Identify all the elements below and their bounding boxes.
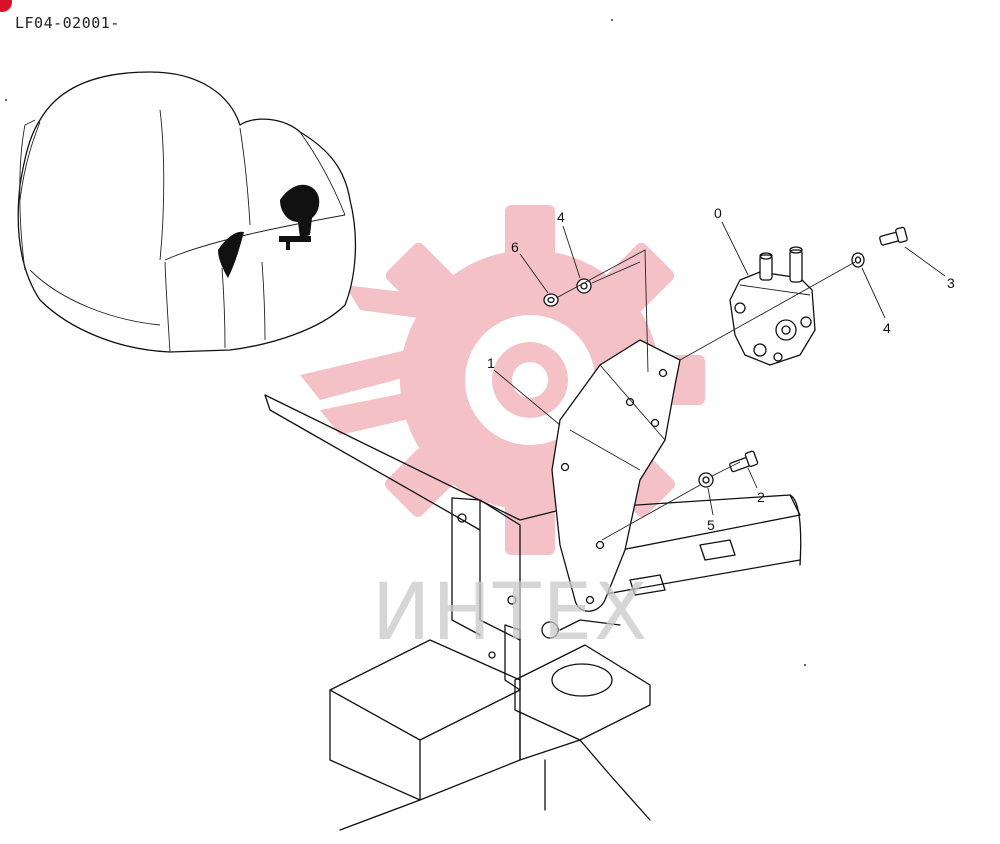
callout-leaders xyxy=(493,221,946,516)
bolt-part-3 xyxy=(879,226,908,246)
hardware-parts xyxy=(543,226,908,488)
callout-labels: 0 1 2 3 4 4 5 6 xyxy=(487,205,955,533)
nut-part-6 xyxy=(543,293,559,307)
callout-part-4b: 4 xyxy=(883,320,891,336)
callout-part-6: 6 xyxy=(511,239,519,255)
washer-part-4b xyxy=(851,252,865,268)
washer-part-4a xyxy=(576,278,592,294)
assembly-lines xyxy=(557,249,856,541)
callout-part-1: 1 xyxy=(487,355,495,371)
corner-red-mark xyxy=(0,0,12,12)
callout-part-0: 0 xyxy=(714,205,722,221)
bracket-plate-part-1 xyxy=(551,339,681,612)
watermark-gear-logo xyxy=(300,205,705,555)
callout-part-3: 3 xyxy=(947,275,955,291)
valve-assembly-part-0 xyxy=(729,246,816,366)
callout-part-5: 5 xyxy=(707,517,715,533)
document-code: LF04-02001- xyxy=(15,14,120,32)
watermark-text: ИНТЕХ xyxy=(372,568,650,658)
callout-part-2: 2 xyxy=(757,489,765,505)
washer-part-5 xyxy=(698,472,714,488)
callout-part-4a: 4 xyxy=(557,209,565,225)
operator-cab-drawing xyxy=(17,71,357,353)
bolt-part-2 xyxy=(729,450,759,473)
machine-frame-drawing xyxy=(264,394,802,831)
